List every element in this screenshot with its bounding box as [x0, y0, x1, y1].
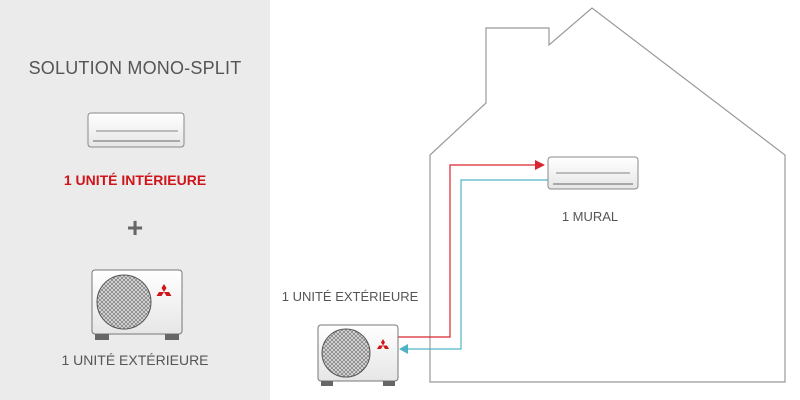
outdoor-unit-icon — [91, 269, 183, 340]
brand-logo-icon — [156, 284, 172, 296]
outdoor-unit-icon — [317, 324, 399, 386]
return-arrow — [399, 344, 408, 354]
wall-mounted-unit-icon — [87, 112, 185, 148]
return-line — [408, 179, 548, 350]
wall-mounted-unit-icon — [547, 156, 639, 190]
supply-arrow — [535, 160, 545, 170]
mural-unit-label: 1 MURAL — [561, 209, 619, 224]
plus-sign: + — [126, 212, 144, 243]
outdoor-unit-label: 1 UNITÉ EXTÉRIEURE — [61, 352, 209, 368]
brand-logo-icon — [377, 339, 389, 349]
supply-line — [398, 164, 535, 338]
indoor-unit-label: 1 UNITÉ INTÉRIEURE — [63, 172, 207, 188]
house-outline — [429, 7, 786, 383]
solution-title: SOLUTION MONO-SPLIT — [28, 58, 242, 78]
outdoor-unit-diagram-label: 1 UNITÉ EXTÉRIEURE — [281, 289, 419, 304]
